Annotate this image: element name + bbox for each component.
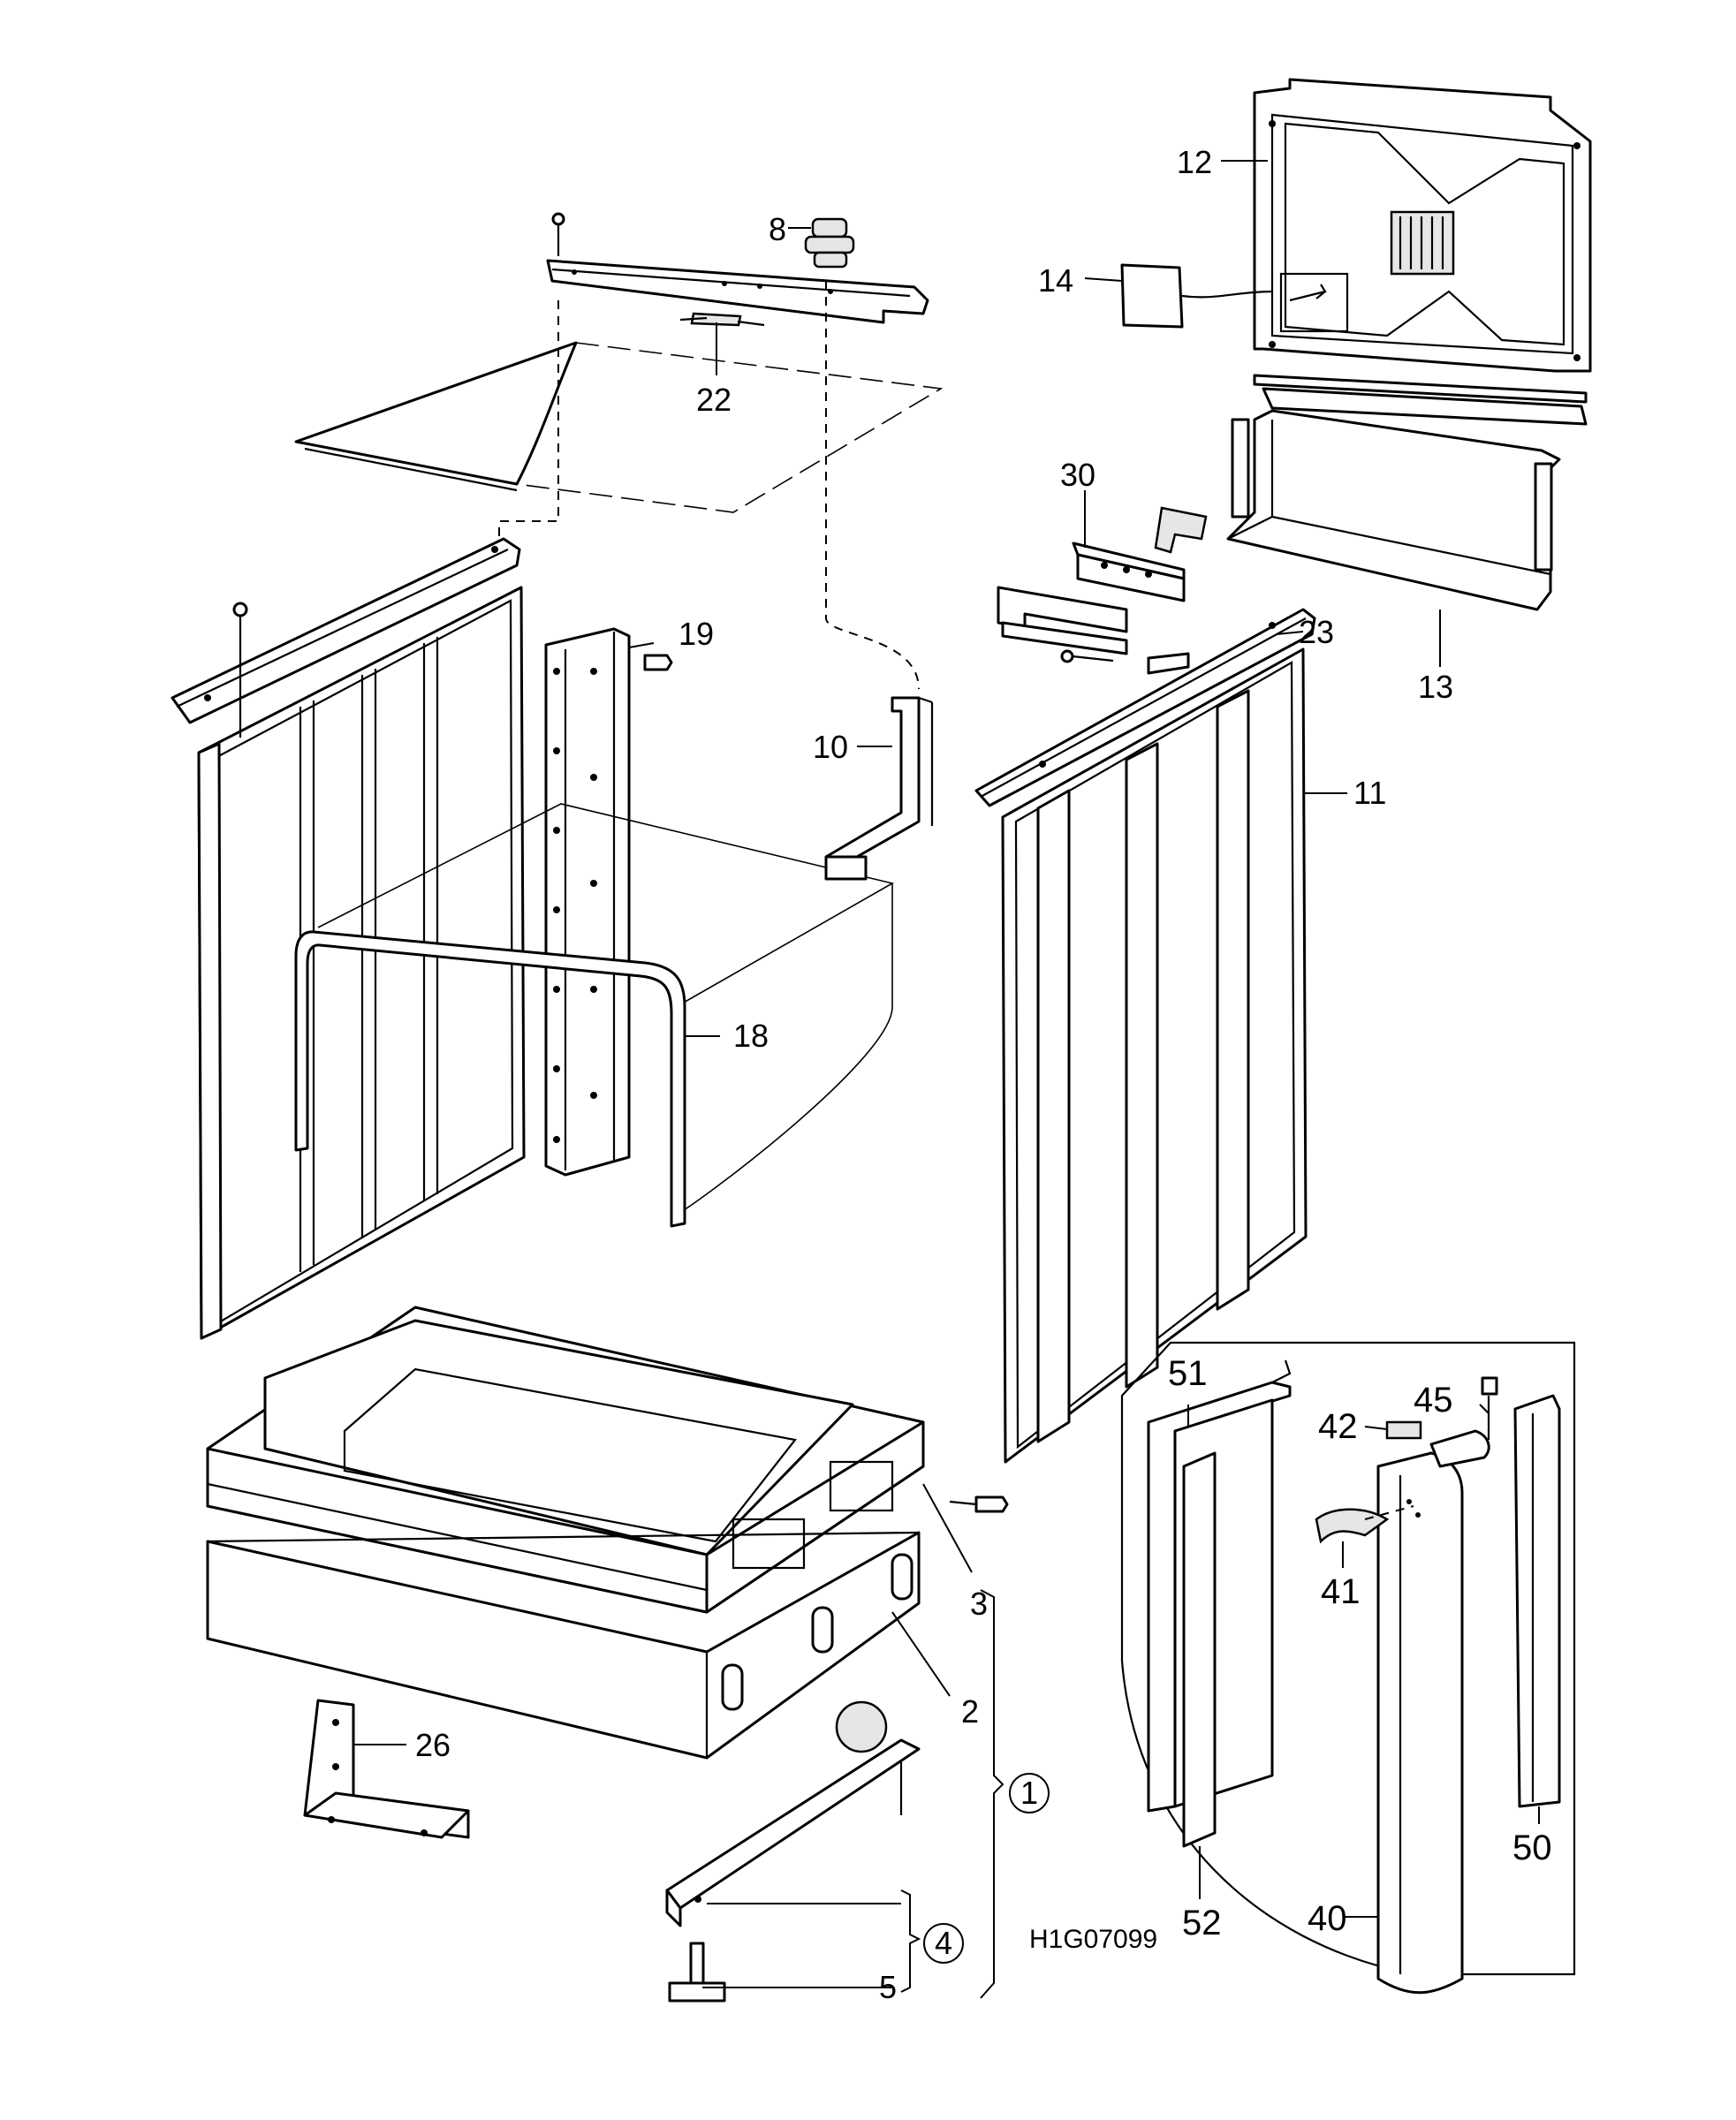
- part-12-back-panel: [1253, 78, 1592, 373]
- part-40-column: [1376, 1451, 1464, 1995]
- part-51-channel: [1147, 1359, 1292, 1813]
- part-4-foot-rail: [665, 1700, 921, 1927]
- part-22-clip: [679, 312, 765, 327]
- connector-bracket: [997, 586, 1128, 655]
- callout-23: 23: [1299, 614, 1334, 650]
- part-8-knob: [804, 217, 855, 269]
- callout-1: 1: [1020, 1775, 1038, 1811]
- part-26-bracket: [303, 1699, 470, 1839]
- part-14-plate: [1120, 263, 1273, 329]
- right-side-panel: [974, 608, 1316, 1464]
- glass-shelf: [294, 341, 578, 492]
- callout-18: 18: [733, 1018, 769, 1054]
- callout-3: 3: [970, 1586, 988, 1622]
- callout-4: 4: [935, 1925, 952, 1961]
- left-side-panel: [171, 537, 526, 1340]
- drawing-id: H1G07099: [1029, 1925, 1157, 1954]
- part-10-bracket: [824, 696, 934, 881]
- part-19-post: [544, 627, 673, 1177]
- callout-50: 50: [1512, 1828, 1552, 1867]
- callout-5: 5: [879, 1969, 897, 2005]
- callout-labels: 8 22 12 14 30 13 23 11 10 19 18 3 2 26 1…: [415, 144, 1552, 2005]
- part-50-bar: [1513, 1394, 1561, 1808]
- callout-40: 40: [1308, 1899, 1347, 1938]
- callout-12: 12: [1177, 144, 1212, 180]
- callout-2: 2: [961, 1693, 979, 1730]
- callout-51: 51: [1168, 1354, 1208, 1393]
- part-42-clip: [1385, 1420, 1422, 1440]
- callout-22: 22: [696, 382, 732, 418]
- leader-lines: [353, 160, 1540, 1999]
- part-45-latch: [1429, 1376, 1498, 1468]
- callout-8: 8: [769, 211, 786, 247]
- part-18-u-bar: [294, 930, 686, 1228]
- callout-26: 26: [415, 1727, 451, 1763]
- callout-45: 45: [1414, 1381, 1453, 1420]
- part-52-strip: [1182, 1451, 1217, 1848]
- callout-30: 30: [1060, 457, 1095, 493]
- callout-14: 14: [1038, 262, 1073, 299]
- callout-10: 10: [813, 729, 848, 765]
- part-30-bracket: [1072, 506, 1208, 602]
- base-plinth-part-2: [206, 1531, 921, 1760]
- callout-13: 13: [1418, 669, 1453, 705]
- part-13-tray: [1226, 374, 1588, 611]
- base-frame-part-3: [206, 1306, 1009, 1614]
- callout-42: 42: [1318, 1407, 1358, 1446]
- part-41-hook: [1315, 1505, 1414, 1544]
- top-rail-assembly: [546, 212, 929, 327]
- part-5-foot: [668, 1942, 726, 2003]
- callout-52: 52: [1182, 1904, 1222, 1942]
- callout-19: 19: [678, 616, 714, 652]
- callout-41: 41: [1321, 1572, 1361, 1611]
- callout-11: 11: [1353, 775, 1386, 811]
